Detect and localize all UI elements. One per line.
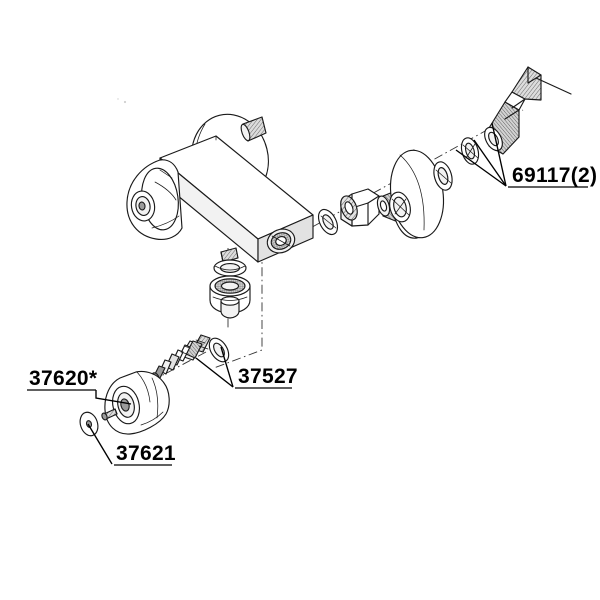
handle-knob [104, 370, 170, 435]
filter-cup [209, 275, 251, 319]
filter-washer [213, 259, 247, 277]
callout-label-37620: 37620* [29, 367, 98, 390]
leader-69117-c [491, 122, 507, 187]
leader-37527-b [220, 346, 234, 388]
callout-label-69117: 69117(2) [512, 164, 597, 187]
scan-artifacts [117, 98, 127, 104]
callout-37527[interactable]: 37527 [235, 365, 298, 389]
callout-37620[interactable]: 37620* [27, 367, 98, 391]
fibre-washer [433, 161, 453, 191]
leader-37620 [95, 390, 132, 405]
outlet-port [266, 228, 296, 254]
leader-37621 [87, 423, 113, 465]
leader-69117-b [473, 139, 507, 187]
callout-69117[interactable]: 69117(2) [508, 164, 597, 188]
callout-label-37527: 37527 [238, 365, 298, 388]
temperature-handle [126, 159, 183, 241]
grub-screw [101, 408, 118, 421]
wall-escutcheon-flange [389, 149, 445, 239]
mixer-valve-body [126, 113, 314, 263]
leader-69117-a [455, 149, 507, 187]
hose-connector [484, 66, 572, 155]
filter-assembly [209, 259, 251, 319]
body-face-o-ring [317, 208, 339, 236]
leader-37527-a [195, 357, 234, 388]
callout-37621[interactable]: 37621 [114, 442, 176, 466]
index-cap [79, 411, 99, 437]
body-top-stud [240, 116, 267, 142]
hex-union-nut [340, 188, 380, 227]
callout-label-37621: 37621 [116, 442, 176, 465]
leader-lines [87, 122, 507, 465]
